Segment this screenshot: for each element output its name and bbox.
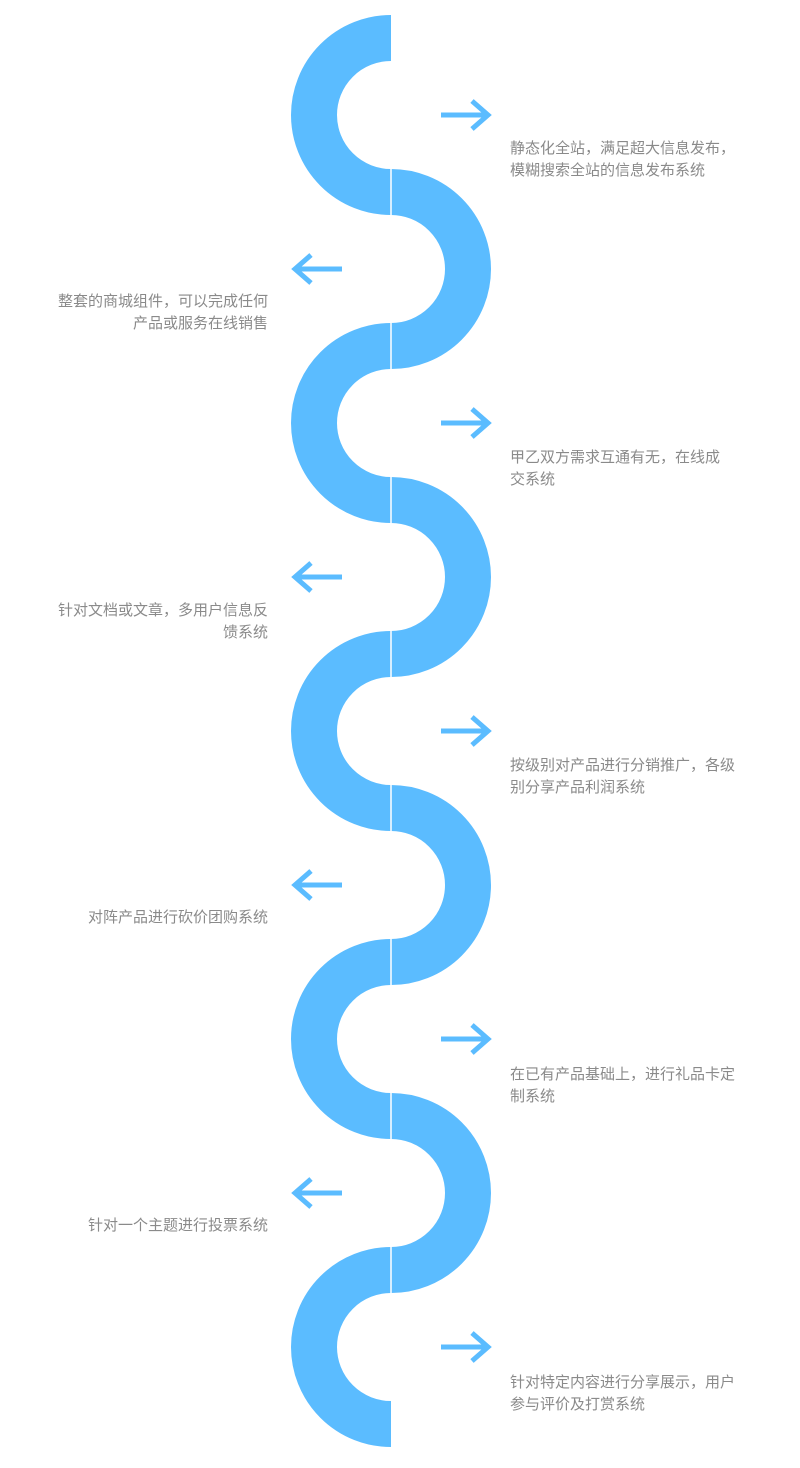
wave-segment-7: [291, 939, 392, 1139]
arrow-head: [291, 253, 313, 285]
wave-segment-3: [291, 323, 392, 523]
wave-segment-2: [390, 169, 491, 369]
arrow-head: [470, 99, 492, 131]
arrow-group: [291, 99, 492, 1363]
arrow-icon-6: [291, 869, 342, 901]
arrow-icon-4: [291, 561, 342, 593]
item-9-description: 针对特定内容进行分享展示，用户参与评价及打赏系统: [510, 1373, 736, 1413]
arrow-head: [291, 869, 313, 901]
item-6-description: 对阵产品进行砍价团购系统: [87, 908, 268, 926]
arrow-icon-9: [441, 1331, 492, 1363]
item-8-description: 针对一个主题进行投票系统: [87, 1216, 268, 1234]
item-3-description: 甲乙双方需求互通有无，在线成交系统: [510, 448, 721, 488]
wave-segment-8: [390, 1093, 491, 1293]
wave-group: [291, 15, 491, 1447]
arrow-head: [470, 715, 492, 747]
item-7-description: 在已有产品基础上，进行礼品卡定制系统: [510, 1065, 736, 1105]
wave-segment-9: [291, 1247, 392, 1447]
arrow-icon-2: [291, 253, 342, 285]
wave-segment-6: [390, 785, 491, 985]
arrow-head: [470, 1331, 492, 1363]
arrow-head: [470, 407, 492, 439]
arrow-icon-7: [441, 1023, 492, 1055]
arrow-icon-1: [441, 99, 492, 131]
wave-segment-4: [390, 477, 491, 677]
item-2-description: 整套的商城组件，可以完成任何产品或服务在线销售: [57, 292, 268, 332]
arrow-head: [291, 561, 313, 593]
arrow-icon-8: [291, 1177, 342, 1209]
arrow-icon-3: [441, 407, 492, 439]
wave-segment-1: [291, 15, 392, 215]
arrow-head: [470, 1023, 492, 1055]
arrow-head: [291, 1177, 313, 1209]
arrow-icon-5: [441, 715, 492, 747]
item-5-description: 按级别对产品进行分销推广，各级别分享产品利润系统: [510, 756, 736, 796]
item-4-description: 针对文档或文章，多用户信息反馈系统: [57, 601, 268, 641]
item-1-description: 静态化全站，满足超大信息发布，模糊搜索全站的信息发布系统: [510, 139, 736, 179]
wave-segment-5: [291, 631, 392, 831]
